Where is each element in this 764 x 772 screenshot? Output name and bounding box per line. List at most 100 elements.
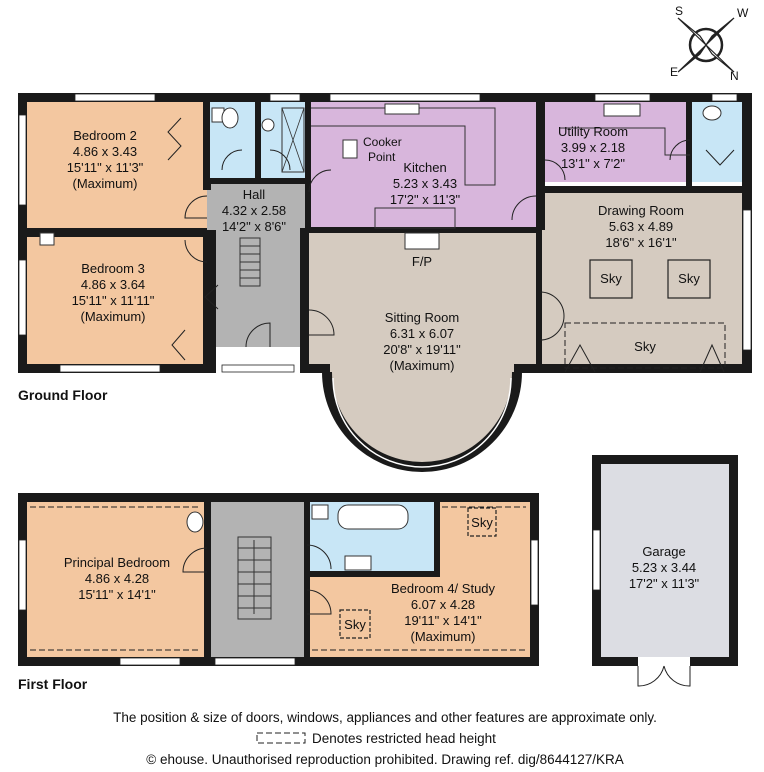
skylight-label-1: Sky [600,271,622,286]
hall-metric: 4.32 x 2.58 [222,203,286,218]
drawing-skylight-3 [564,322,726,369]
drawing-room-imperial: 18'6" x 16'1" [605,235,677,250]
sitting-room-note: (Maximum) [390,358,455,373]
bedroom-4-note: (Maximum) [411,629,476,644]
utility-sink-icon [603,103,641,117]
first-floor-title: First Floor [18,676,88,692]
bedroom-3-note: (Maximum) [81,309,146,324]
restricted-height-text: Denotes restricted head height [312,731,496,746]
principal-bedroom-metric: 4.86 x 4.28 [85,571,149,586]
skylight-label-4: Sky [471,515,493,530]
utility-room-imperial: 13'1" x 7'2" [561,156,625,171]
utility-room-area [545,102,690,182]
basin-icon [261,118,275,132]
bedroom-4-name: Bedroom 4/ Study [391,581,496,596]
principal-bedroom-imperial: 15'11" x 14'1" [78,587,156,602]
compass-w: W [737,6,749,20]
principal-bedroom-name: Principal Bedroom [64,555,170,570]
compass-needle-e [677,44,707,73]
kitchen-worktop [311,107,496,186]
fireplace-icon [404,232,440,250]
kitchen-name: Kitchen [403,160,446,175]
ground-floor: Bedroom 2 4.86 x 3.43 15'11" x 11'3" (Ma… [18,93,752,472]
restricted-height-key [256,732,306,744]
cooker-point-line2: Point [368,150,396,164]
bathroom-basin-icon [344,555,372,571]
garage-area [601,464,729,657]
hall-area [207,182,309,347]
bedroom-4-upper-area [437,502,530,580]
bath-icon [337,504,409,530]
shower-room-area [259,102,309,182]
principal-bedroom-area [27,502,207,657]
hall-name: Hall [243,187,266,202]
drawing-skylight-1 [589,259,633,299]
compass-ring [688,27,724,63]
drawing-room-name: Drawing Room [598,203,684,218]
drawing-room-area [540,192,745,367]
bedroom-3-imperial: 15'11" x 11'11" [72,293,155,308]
compass-needle-s [677,17,707,46]
cooker-point-line1: Cooker [363,135,402,149]
utility-worktop [560,127,690,156]
cooker-icon [342,139,358,159]
landing-area [207,502,307,657]
compass-needle-w [705,17,735,46]
ground-stairs-icon [239,237,261,287]
bedroom4-skylight-2 [339,609,371,639]
first-stairs-icon [237,536,272,620]
bedroom-4-area [307,574,530,657]
utility-room-name: Utility Room [558,124,628,139]
shower-tray-icon [281,107,305,173]
compass-n: N [730,69,739,83]
disclaimer-text: The position & size of doors, windows, a… [113,710,657,725]
copyright-text: © ehouse. Unauthorised reproduction proh… [146,752,624,767]
bathroom-toilet-icon [311,504,329,520]
bedroom-2-note: (Maximum) [73,176,138,191]
garage-metric: 5.23 x 3.44 [632,560,696,575]
kitchen-area [309,102,540,230]
sitting-room-area [309,230,540,372]
compass: S W E N [670,4,749,83]
garage-name: Garage [642,544,685,559]
drawing-skylight-2 [667,259,711,299]
bedroom-2-area [27,102,207,230]
compass-s: S [675,4,683,18]
ground-floor-title: Ground Floor [18,387,108,403]
skylight-label-3: Sky [634,339,656,354]
bedroom-3-name: Bedroom 3 [81,261,145,276]
utility-room-metric: 3.99 x 2.18 [561,140,625,155]
sitting-room-name: Sitting Room [385,310,459,325]
kitchen-imperial: 17'2" x 11'3" [390,192,461,207]
compass-e: E [670,65,678,79]
bedroom4-skylight-1 [467,507,497,537]
sitting-room-imperial: 20'8" x 19'11" [383,342,461,357]
utility-toilet-icon [702,105,722,121]
compass-needle-n [705,44,735,73]
drawing-room-metric: 5.63 x 4.89 [609,219,673,234]
sitting-room-metric: 6.31 x 6.07 [390,326,454,341]
hall-imperial: 14'2" x 8'6" [222,219,286,234]
bedroom-3-area [27,237,207,364]
toilet-icon [221,107,239,129]
bedroom-2-metric: 4.86 x 3.43 [73,144,137,159]
skylight-label-2: Sky [678,271,700,286]
bedroom-4-metric: 6.07 x 4.28 [411,597,475,612]
kitchen-sink-icon [384,103,420,115]
principal-basin-icon [186,511,204,533]
garage: Garage 5.23 x 3.44 17'2" x 11'3" [592,455,738,687]
bedroom3-basin-icon [39,232,55,246]
skylight-label-5: Sky [344,617,366,632]
sitting-room-bay-area [327,372,517,467]
fireplace-label: F/P [412,254,432,269]
first-floor: Sky Sky Principal Bedroom 4.86 x 4.28 15… [18,493,539,692]
bedroom-2-name: Bedroom 2 [73,128,137,143]
bedroom-3-metric: 4.86 x 3.64 [81,277,145,292]
bedroom-2-imperial: 15'11" x 11'3" [67,160,144,175]
garage-imperial: 17'2" x 11'3" [629,576,700,591]
footer: The position & size of doors, windows, a… [113,710,657,767]
kitchen-unit [374,207,456,229]
kitchen-metric: 5.23 x 3.43 [393,176,457,191]
bedroom-4-imperial: 19'11" x 14'1" [404,613,482,628]
